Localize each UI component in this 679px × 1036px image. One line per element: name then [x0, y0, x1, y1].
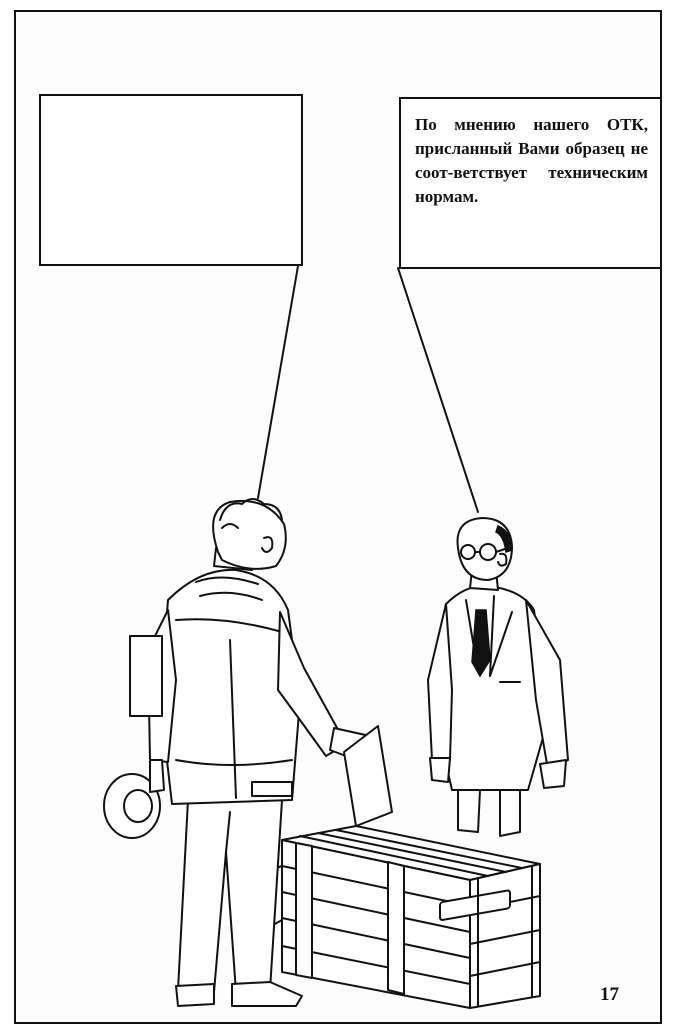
page-number: 17 — [600, 984, 619, 1005]
right-bubble-tail — [397, 267, 479, 513]
man-in-jacket — [103, 498, 393, 1007]
speech-bubble: По мнению нашего ОТК, присланный Вами об… — [399, 97, 662, 269]
left-bubble-tail — [257, 265, 299, 499]
speech-bubble-text: По мнению нашего ОТК, присланный Вами об… — [415, 115, 648, 206]
man-in-suit — [427, 517, 569, 837]
empty-speech-bubble — [39, 94, 303, 266]
wooden-crate — [263, 825, 541, 1009]
